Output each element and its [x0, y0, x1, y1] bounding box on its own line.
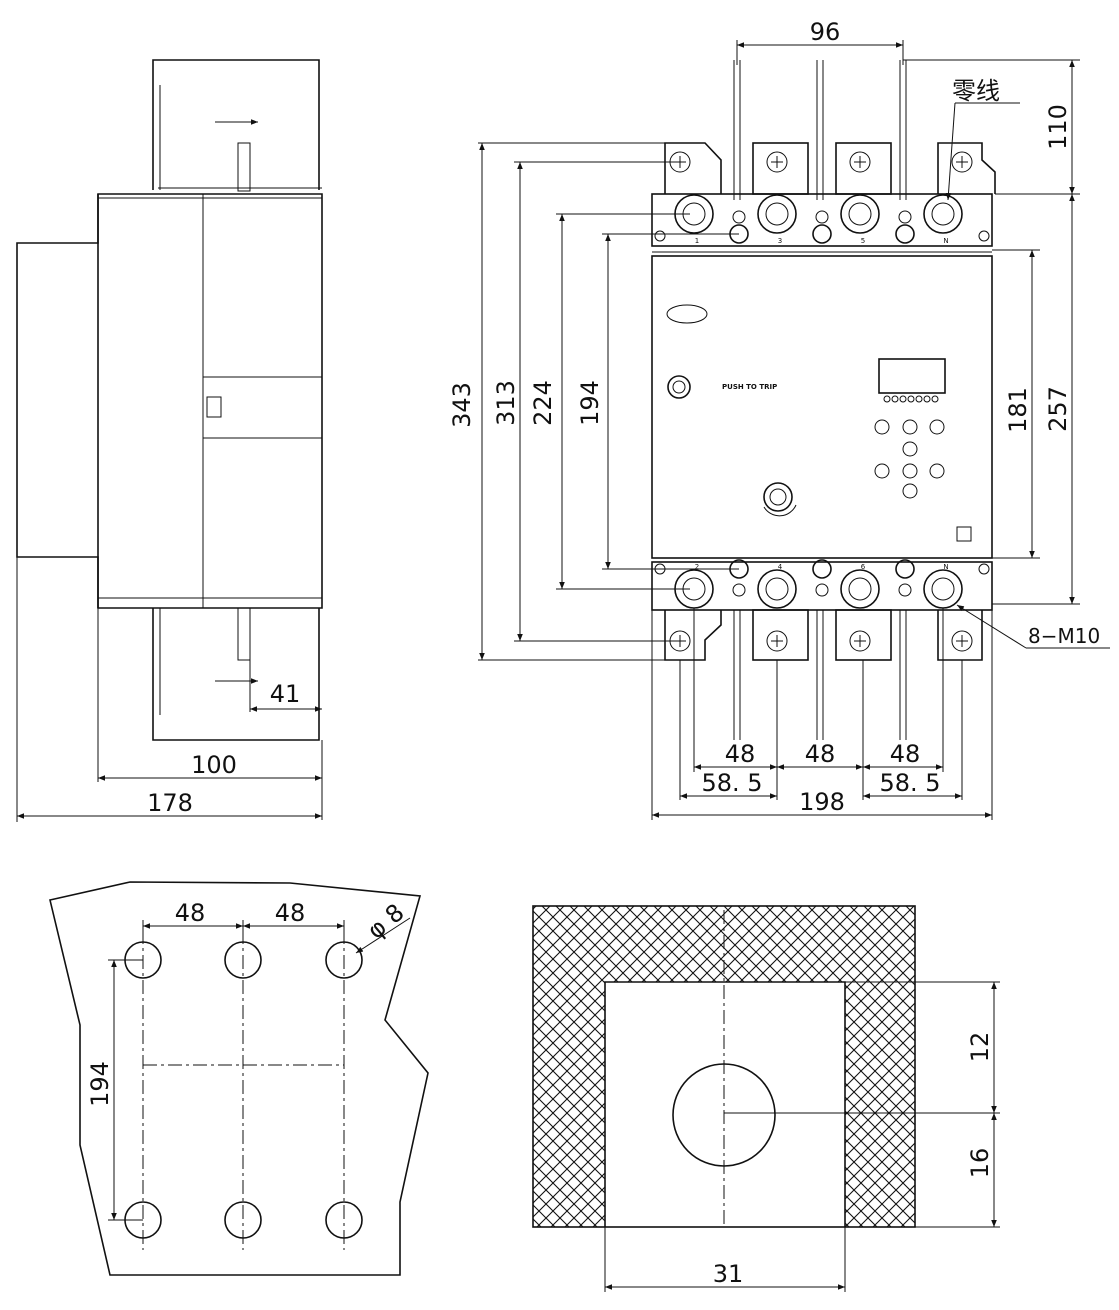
- trip-button: [667, 375, 691, 399]
- dim-224: 224: [529, 380, 557, 426]
- dim-110: 110: [1044, 104, 1072, 150]
- dim-16: 16: [966, 1148, 994, 1179]
- dim-100: 100: [191, 751, 237, 779]
- dim-96: 96: [810, 18, 841, 46]
- bottom-busbar-tab: [152, 608, 320, 741]
- keypad: [874, 419, 945, 499]
- dim-48-middle: 48: [805, 740, 836, 768]
- panel-cutout: 12 16 31: [532, 905, 1000, 1292]
- neutral-label: 零线: [952, 77, 1000, 105]
- dim-31: 31: [713, 1260, 744, 1288]
- dim-phi8: φ 8: [362, 898, 410, 944]
- terminal-label: 2: [695, 563, 699, 571]
- lcd-display: [878, 358, 946, 394]
- push-to-trip-label: PUSH TO TRIP: [722, 383, 777, 391]
- indicator-window: [666, 304, 708, 324]
- top-terminals: 1 3 5 N: [654, 194, 990, 245]
- side-view: 41 100 178: [16, 59, 323, 822]
- dim-343: 343: [448, 382, 476, 428]
- dim-48-left: 48: [175, 899, 206, 927]
- dim-48-right: 48: [275, 899, 306, 927]
- top-busbar-tab: [152, 59, 320, 190]
- rails: [733, 60, 907, 740]
- top-busbars: [664, 142, 996, 195]
- dim-257: 257: [1044, 386, 1072, 432]
- front-view: 1 3 5 N PUSH TO TRIP: [448, 18, 1110, 820]
- dim-194: 194: [86, 1061, 114, 1107]
- dim-181: 181: [1004, 387, 1032, 433]
- dim-198: 198: [799, 788, 845, 816]
- terminal-label: 6: [861, 563, 866, 571]
- breaker-base-side: [16, 194, 99, 608]
- dim-12: 12: [966, 1032, 994, 1063]
- dim-313: 313: [492, 380, 520, 426]
- terminal-label: 1: [695, 237, 699, 245]
- terminal-label: N: [943, 563, 948, 571]
- bolt-spec-label: 8−M10: [1028, 624, 1100, 648]
- top-terminal-block: [651, 193, 993, 247]
- test-port: [956, 526, 972, 542]
- mounting-hole-pattern: 48 48 φ 8 194: [49, 881, 429, 1276]
- terminal-label: N: [943, 237, 948, 245]
- dim-194: 194: [576, 380, 604, 426]
- dim-48-right: 48: [890, 740, 921, 768]
- dim-48-left: 48: [725, 740, 756, 768]
- terminal-label: 4: [778, 563, 783, 571]
- front-panel: [651, 255, 993, 559]
- dim-178: 178: [147, 789, 193, 817]
- bottom-bolt: [237, 607, 251, 661]
- breaker-body-side: [97, 193, 323, 609]
- terminal-label: 3: [778, 237, 782, 245]
- top-bolt: [237, 142, 251, 192]
- panel-outline: [49, 881, 429, 1276]
- status-leds: [883, 395, 939, 403]
- terminal-label: 5: [861, 237, 865, 245]
- dim-41: 41: [270, 680, 301, 708]
- dim-58-5-right: 58. 5: [879, 769, 940, 797]
- bottom-terminals: 2 4 6 N: [654, 559, 990, 609]
- rotary-knob-icon: [763, 482, 797, 517]
- bottom-terminal-block: [651, 561, 993, 611]
- neutral-leader: [945, 102, 956, 201]
- dim-58-5-left: 58. 5: [701, 769, 762, 797]
